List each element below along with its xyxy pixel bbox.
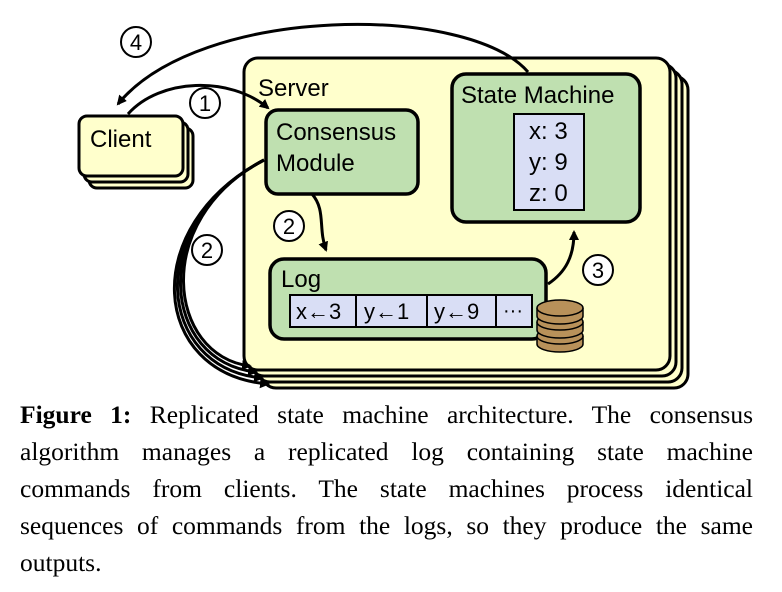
arrow-replicate-4 [172, 158, 270, 389]
log-entry-ellipsis: ··· [503, 300, 523, 322]
state-table [513, 113, 585, 211]
consensus-module-box [264, 108, 420, 196]
step-marker-1: 1 [199, 91, 211, 116]
step-marker-2-replicate: 2 [201, 238, 213, 263]
diagram: Server Client Consensus Module State Mac… [77, 22, 690, 390]
log-entry-3: y←9 [434, 299, 479, 324]
log-entry-cell [495, 294, 533, 328]
figure-caption: Figure 1: Replicated state machine archi… [20, 396, 753, 581]
consensus-label-line1: Consensus [276, 119, 396, 146]
state-value-y: y: 9 [529, 149, 568, 176]
log-entry-cell [426, 294, 497, 328]
state-value-x: x: 3 [529, 118, 568, 145]
arrow-consensus-to-log [310, 193, 328, 252]
arrows [116, 22, 579, 389]
client-stack [77, 114, 195, 190]
arrow-response-to-client [116, 22, 530, 106]
arrow-log-to-state-machine [547, 230, 579, 286]
consensus-label-line2: Module [276, 150, 355, 177]
step-marker-4: 4 [130, 30, 142, 55]
disk-icon [536, 299, 584, 353]
client-label: Client [90, 126, 152, 153]
log-entries: x←3 y←1 y←9 ··· [289, 294, 533, 328]
log-label: Log [281, 266, 321, 293]
step-marker-2-log: 2 [283, 214, 295, 239]
server-label: Server [258, 75, 329, 102]
log-entry-2: y←1 [364, 299, 409, 324]
client-box [77, 114, 185, 178]
state-value-z: z: 0 [529, 180, 568, 207]
step-marker-3: 3 [592, 258, 604, 283]
caption-label: Figure 1: [20, 400, 132, 429]
architecture-diagram: Server Client Consensus Module State Mac… [77, 22, 690, 390]
caption-text: Replicated state machine architecture. T… [20, 400, 754, 577]
state-machine-label: State Machine [461, 82, 614, 109]
step-markers: 4 1 2 2 3 [120, 26, 614, 286]
arrow-client-to-consensus [126, 83, 270, 115]
log-entry-1: x←3 [296, 299, 341, 324]
